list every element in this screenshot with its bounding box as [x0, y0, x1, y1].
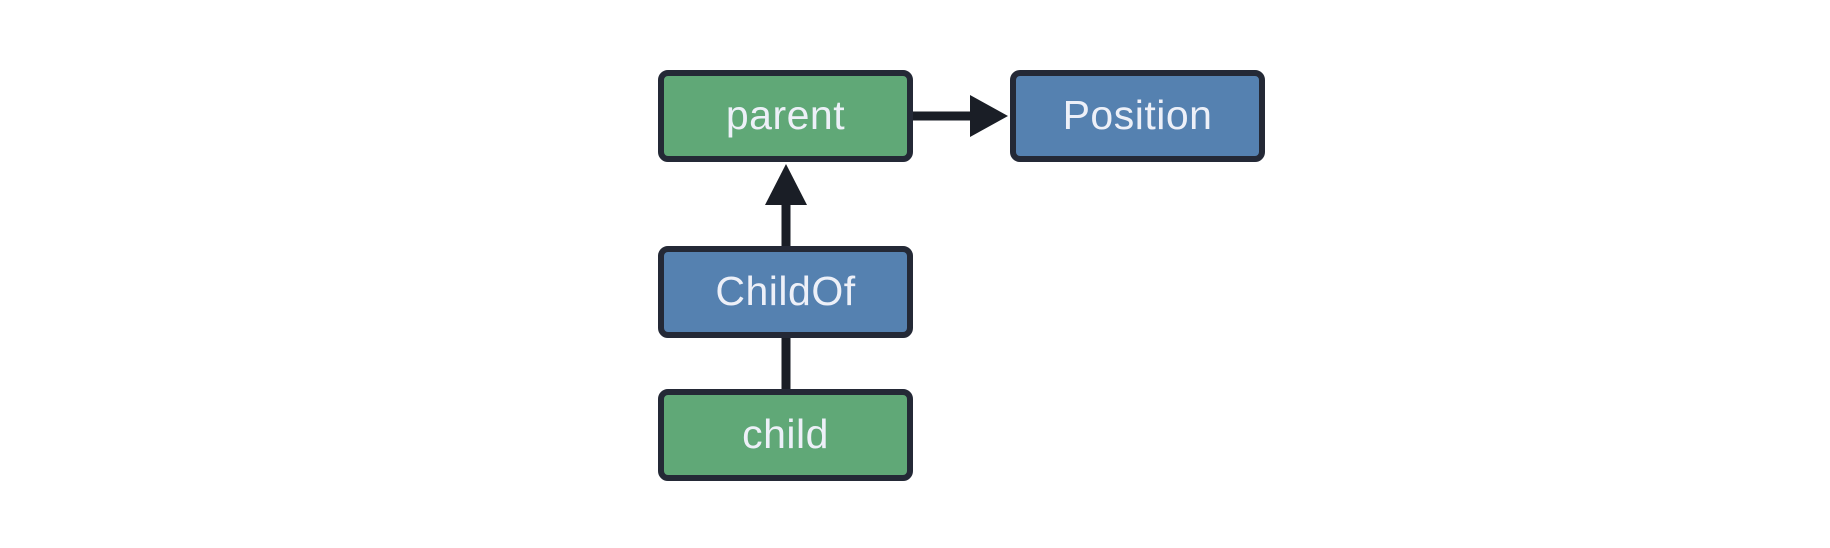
node-position-label: Position [1062, 91, 1213, 138]
node-childof-label: ChildOf [715, 267, 856, 314]
edge-parent-to-position [910, 95, 1008, 137]
node-position: Position [1010, 70, 1265, 162]
node-parent: parent [658, 70, 913, 162]
node-parent-label: parent [725, 91, 846, 138]
node-childof: ChildOf [658, 246, 913, 338]
node-child-label: child [742, 410, 829, 457]
node-child: child [658, 389, 913, 481]
edge-childof-to-parent [765, 164, 807, 249]
